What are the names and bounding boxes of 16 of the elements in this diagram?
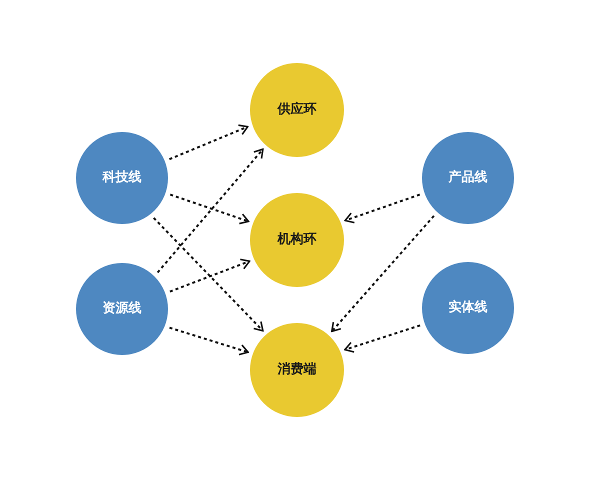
dotted-arrow <box>331 215 435 332</box>
dotted-arrow <box>169 326 249 356</box>
dotted-arrow <box>170 194 250 224</box>
node-label: 科技线 <box>102 170 142 186</box>
node-label: 机构环 <box>278 232 316 248</box>
dotted-arrow <box>344 194 420 224</box>
dotted-arrow <box>170 258 250 293</box>
dotted-arrow <box>344 324 420 353</box>
node-label: 消费端 <box>278 362 316 378</box>
dotted-arrow <box>169 124 248 160</box>
dotted-arrow <box>156 148 264 274</box>
node-label: 供应环 <box>278 102 316 118</box>
node-label: 产品线 <box>448 170 488 186</box>
node-label: 实体线 <box>448 300 488 316</box>
node-label: 资源线 <box>102 300 142 318</box>
dotted-arrow <box>152 217 264 332</box>
